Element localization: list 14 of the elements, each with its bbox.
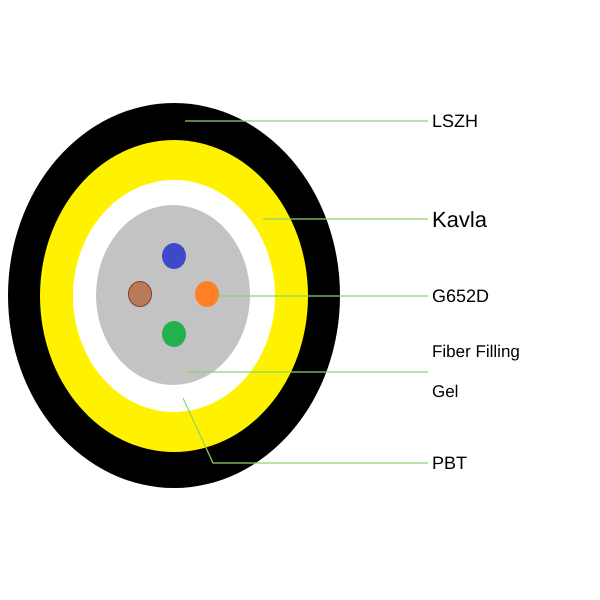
part-label: G652D [432, 284, 490, 308]
part-label: Fiber Filling Gel [432, 341, 521, 403]
fiber [162, 321, 186, 347]
fiber [162, 243, 186, 269]
leader-line [186, 371, 428, 373]
part-label: PBT [432, 452, 468, 474]
part-label: Kavla [432, 206, 488, 234]
part-label: LSZH [432, 110, 478, 132]
leader-line [185, 120, 428, 122]
leader-line [263, 218, 428, 220]
fiber [128, 281, 152, 307]
fiber [195, 281, 219, 307]
leader-line [182, 398, 428, 464]
leader-line [218, 295, 428, 297]
